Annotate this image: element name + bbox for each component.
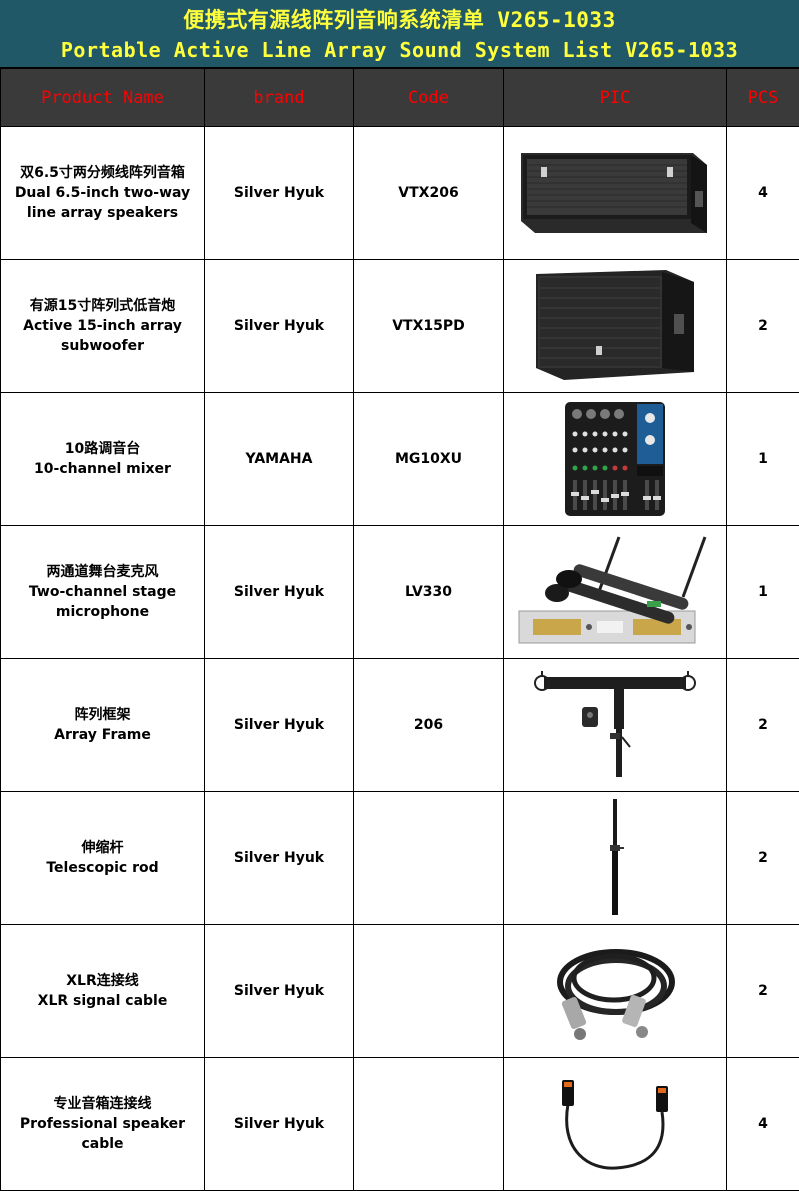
product-name-cell: 10路调音台 10-channel mixer xyxy=(0,392,205,526)
xlr-cable-image xyxy=(557,949,675,1040)
table-row: 阵列框架 Array Frame Silver Hyuk 206 xyxy=(0,658,799,792)
table-row: 双6.5寸两分频线阵列音箱 Dual 6.5-inch two-way line… xyxy=(0,126,799,260)
table-header-row: Product Name brand Code PIC PCS xyxy=(0,68,799,127)
product-name-cn: 阵列框架 xyxy=(74,707,131,723)
product-name-cell: 专业音箱连接线 Professional speaker cable xyxy=(0,1057,205,1191)
pic-cell xyxy=(503,924,727,1058)
product-name-cn: 两通道舞台麦克风 xyxy=(46,564,159,580)
product-name-cell: 伸缩杆 Telescopic rod xyxy=(0,791,205,925)
brand-cell: Silver Hyuk xyxy=(204,525,354,659)
product-name-cn: 10路调音台 xyxy=(64,441,141,457)
code-cell: VTX206 xyxy=(353,126,504,260)
product-name-cell: XLR连接线 XLR signal cable xyxy=(0,924,205,1058)
pcs-cell: 1 xyxy=(726,525,799,659)
pcs-cell: 2 xyxy=(726,791,799,925)
product-name-cell: 阵列框架 Array Frame xyxy=(0,658,205,792)
table-row: 10路调音台 10-channel mixer YAMAHA MG10XU xyxy=(0,392,799,526)
pcs-cell: 4 xyxy=(726,1057,799,1191)
telescopic-rod-image xyxy=(610,799,624,915)
pcs-cell: 1 xyxy=(726,392,799,526)
brand-cell: Silver Hyuk xyxy=(204,259,354,393)
product-name-en: Telescopic rod xyxy=(46,860,159,876)
product-name-cell: 双6.5寸两分频线阵列音箱 Dual 6.5-inch two-way line… xyxy=(0,126,205,260)
table-row: 有源15寸阵列式低音炮 Active 15-inch array subwoof… xyxy=(0,259,799,393)
table-row: 伸缩杆 Telescopic rod Silver Hyuk 2 xyxy=(0,791,799,925)
mixer-image xyxy=(565,402,665,516)
code-cell xyxy=(353,791,504,925)
brand-cell: YAMAHA xyxy=(204,392,354,526)
product-name-en: Two-channel stage microphone xyxy=(28,584,177,620)
table-row: XLR连接线 XLR signal cable Silver Hyuk xyxy=(0,924,799,1058)
product-name-cn: 专业音箱连接线 xyxy=(53,1096,152,1112)
pcs-cell: 2 xyxy=(726,259,799,393)
pic-cell xyxy=(503,791,727,925)
brand-cell: Silver Hyuk xyxy=(204,126,354,260)
product-name-en: Professional speaker cable xyxy=(19,1116,186,1152)
pic-cell xyxy=(503,259,727,393)
code-cell: MG10XU xyxy=(353,392,504,526)
table-row: 专业音箱连接线 Professional speaker cable Silve… xyxy=(0,1057,799,1191)
header-pic: PIC xyxy=(503,68,727,127)
product-name-cell: 两通道舞台麦克风 Two-channel stage microphone xyxy=(0,525,205,659)
code-cell: 206 xyxy=(353,658,504,792)
array-frame-image xyxy=(534,671,696,777)
brand-cell: Silver Hyuk xyxy=(204,658,354,792)
product-name-en: Active 15-inch array subwoofer xyxy=(23,318,182,354)
title-banner: 便携式有源线阵列音响系统清单 V265-1033 Portable Active… xyxy=(0,0,799,68)
pic-cell xyxy=(503,658,727,792)
brand-cell: Silver Hyuk xyxy=(204,791,354,925)
product-name-cn: 伸缩杆 xyxy=(81,840,124,856)
header-code: Code xyxy=(353,68,504,127)
brand-cell: Silver Hyuk xyxy=(204,924,354,1058)
product-name-cn: 有源15寸阵列式低音炮 xyxy=(29,298,176,314)
product-name-cn: 双6.5寸两分频线阵列音箱 xyxy=(20,165,185,181)
pic-cell xyxy=(503,525,727,659)
pic-cell xyxy=(503,1057,727,1191)
product-name-en: 10-channel mixer xyxy=(34,461,171,477)
line-array-speaker-image xyxy=(521,153,707,233)
product-name-cell: 有源15寸阵列式低音炮 Active 15-inch array subwoof… xyxy=(0,259,205,393)
speaker-cable-image xyxy=(562,1080,668,1170)
subwoofer-image xyxy=(536,270,694,380)
code-cell xyxy=(353,924,504,1058)
table-row: 两通道舞台麦克风 Two-channel stage microphone Si… xyxy=(0,525,799,659)
code-cell xyxy=(353,1057,504,1191)
product-name-en: XLR signal cable xyxy=(37,993,168,1009)
header-product-name: Product Name xyxy=(0,68,205,127)
title-chinese: 便携式有源线阵列音响系统清单 V265-1033 xyxy=(183,8,616,32)
product-name-cn: XLR连接线 xyxy=(66,973,139,989)
header-pcs: PCS xyxy=(726,68,799,127)
pcs-cell: 2 xyxy=(726,658,799,792)
brand-cell: Silver Hyuk xyxy=(204,1057,354,1191)
product-name-en: Array Frame xyxy=(54,727,151,743)
pic-cell xyxy=(503,392,727,526)
wireless-microphone-image xyxy=(518,536,707,644)
pcs-cell: 4 xyxy=(726,126,799,260)
title-english: Portable Active Line Array Sound System … xyxy=(60,38,739,62)
pcs-cell: 2 xyxy=(726,924,799,1058)
code-cell: VTX15PD xyxy=(353,259,504,393)
product-table: Product Name brand Code PIC PCS 双6.5寸两分频… xyxy=(0,68,799,1191)
header-brand: brand xyxy=(204,68,354,127)
product-name-en: Dual 6.5-inch two-way line array speaker… xyxy=(14,185,191,221)
code-cell: LV330 xyxy=(353,525,504,659)
pic-cell xyxy=(503,126,727,260)
